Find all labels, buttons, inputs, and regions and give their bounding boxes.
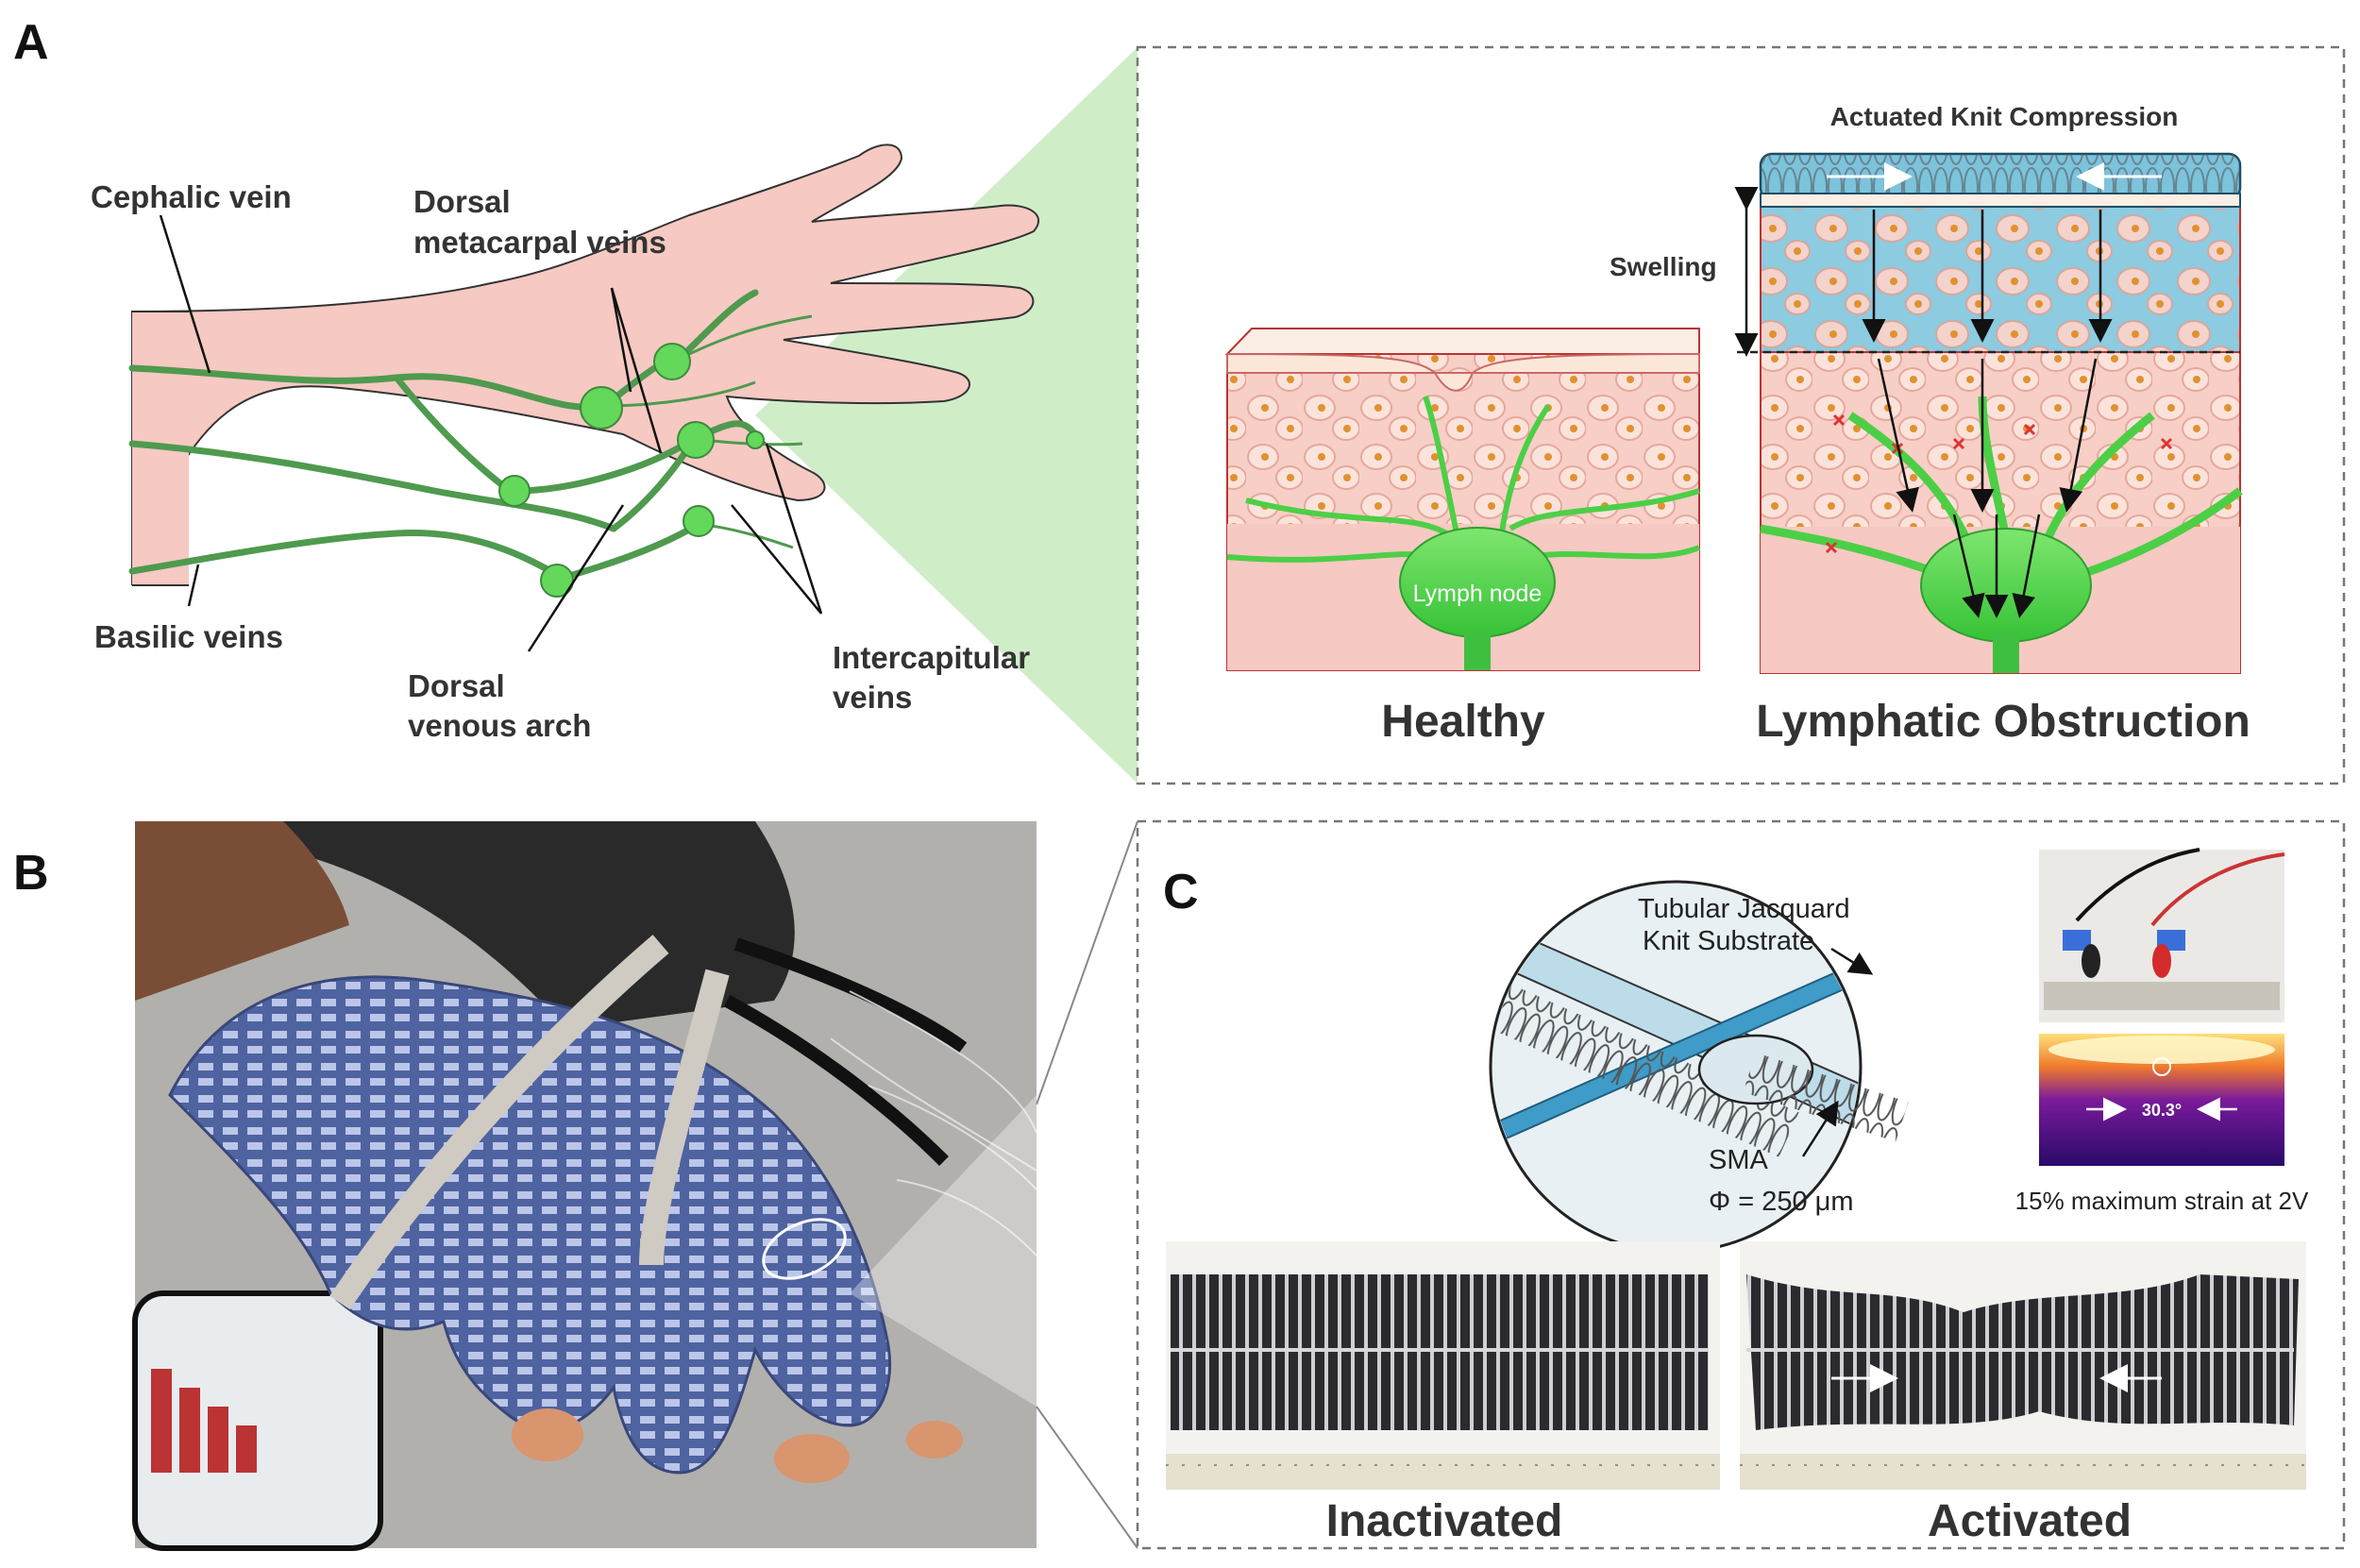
label-intercapitular-1: Intercapitular <box>833 640 1030 675</box>
label-lymph-node: Lymph node <box>1413 581 1542 607</box>
label-cephalic-vein: Cephalic vein <box>91 179 292 214</box>
label-dorsal-meta-2: metacarpal veins <box>413 225 666 260</box>
label-swelling: Swelling <box>1610 252 1717 281</box>
glove-photo <box>132 821 1037 1551</box>
leader-lines <box>159 214 823 652</box>
label-intercapitular-2: veins <box>833 680 912 715</box>
label-thermal-reading: 30.3° <box>2142 1101 2182 1120</box>
label-sma: SMA <box>1709 1145 1769 1175</box>
zoom-line-top <box>1036 820 1138 1105</box>
obstruction-marks <box>1825 413 2173 554</box>
label-substrate-2: Knit Substrate <box>1643 926 1814 956</box>
thermal-image: 30.3° <box>2039 1034 2284 1166</box>
panel-b-letter: B <box>13 846 49 901</box>
hand-illustration <box>128 143 1040 598</box>
label-healthy: Healthy <box>1381 697 1545 747</box>
label-dorsal-meta-1: Dorsal <box>413 184 511 219</box>
obstruction-tissue <box>1737 205 2243 674</box>
label-strain-caption: 15% maximum strain at 2V <box>2015 1187 2309 1215</box>
label-activated: Activated <box>1928 1496 2132 1546</box>
label-dorsal-arch-2: venous arch <box>408 708 591 743</box>
zoom-line-bottom <box>1036 1406 1138 1549</box>
panel-a-zoom-box <box>1136 45 2346 785</box>
compression-band <box>1759 152 2242 208</box>
healthy-tissue: Lymph node <box>1224 328 1701 671</box>
label-sma-diameter: Φ = 250 μm <box>1709 1187 1854 1217</box>
label-basilic-veins: Basilic veins <box>94 619 283 654</box>
panel-a-letter: A <box>13 15 49 70</box>
substrate-inset <box>1489 880 1909 1254</box>
vein-nodes <box>498 343 765 598</box>
sample-inactivated <box>1166 1241 1720 1490</box>
zoom-wedge <box>755 47 1138 784</box>
zoom-shade <box>850 1095 1037 1407</box>
sample-activated <box>1740 1241 2306 1490</box>
label-substrate-1: Tubular Jacquard <box>1638 894 1850 924</box>
label-compression: Actuated Knit Compression <box>1830 102 2179 131</box>
label-obstruction: Lymphatic Obstruction <box>1756 697 2250 747</box>
panel-c-letter: C <box>1163 865 1199 919</box>
label-dorsal-arch-1: Dorsal <box>408 668 505 703</box>
label-inactivated: Inactivated <box>1326 1496 1563 1546</box>
test-rig-photo <box>2039 848 2285 1022</box>
